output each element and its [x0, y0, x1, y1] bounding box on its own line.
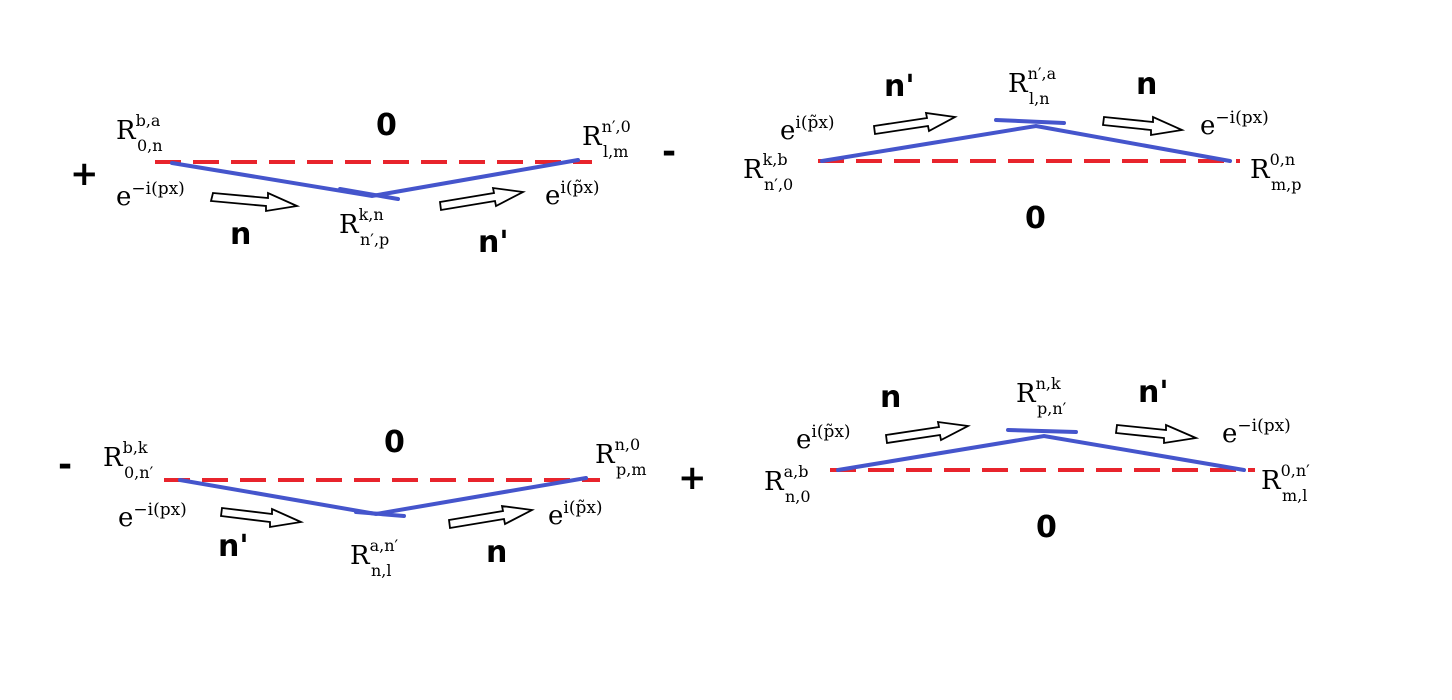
diagram-1-mid-label: 0 — [376, 108, 397, 143]
diagram-3-left-exponential: e−i(px) — [118, 500, 187, 533]
diagram-3-vertex-cross — [354, 510, 406, 518]
diagram-3-right-arrow-icon — [447, 504, 535, 530]
diagram-4-right-arrow-icon — [1114, 423, 1200, 445]
diagram-2-right-arrow-icon — [1101, 115, 1186, 137]
diagram-1-right-arrow-icon — [438, 186, 526, 212]
diagram-2-mid-label: 0 — [1025, 201, 1046, 236]
diagram-3-left-arrow-label: n' — [218, 529, 249, 564]
diagram-1-left-exponential: e−i(px) — [116, 179, 185, 212]
diagram-4-vertex-cross — [1006, 428, 1078, 434]
diagram-2-solid-line — [820, 123, 1232, 163]
diagram-3-vertex-R: Ra,n′n,l — [350, 536, 399, 580]
diagram-2-sign: - — [662, 132, 676, 172]
diagram-4-right-R: R0,n′m,l — [1261, 461, 1310, 505]
diagram-1-left-arrow-icon — [209, 191, 301, 213]
diagram-1-right-exponential: ei(p̃x) — [545, 178, 600, 211]
diagram-4-mid-label: 0 — [1036, 510, 1057, 545]
diagram-4-left-arrow-label: n — [880, 380, 901, 415]
diagram-3-sign: - — [58, 445, 72, 485]
diagram-1-vertex-cross — [338, 187, 400, 201]
diagram-2-vertex-cross — [994, 118, 1066, 125]
diagram-2-left-arrow-icon — [872, 111, 958, 136]
diagram-2-left-arrow-label: n' — [884, 69, 915, 104]
diagram-4-sign: + — [678, 458, 707, 498]
diagram-4-left-exponential: ei(p̃x) — [796, 422, 851, 455]
diagram-4-right-arrow-label: n' — [1138, 375, 1169, 410]
diagram-3-left-arrow-icon — [219, 506, 305, 529]
diagram-3-right-exponential: ei(p̃x) — [548, 498, 603, 531]
diagram-4-solid-line — [836, 433, 1246, 472]
diagram-4-left-arrow-icon — [884, 420, 971, 445]
diagram-3-right-arrow-label: n — [486, 535, 507, 570]
diagram-3-mid-label: 0 — [384, 425, 405, 460]
diagram-1-sign: + — [70, 154, 99, 194]
diagram-1-right-arrow-label: n' — [478, 225, 509, 260]
diagram-2-left-exponential: ei(p̃x) — [780, 113, 835, 146]
diagram-1-left-arrow-label: n — [230, 217, 251, 252]
diagram-4-right-exponential: e−i(px) — [1222, 416, 1291, 449]
diagram-2-right-arrow-label: n — [1136, 67, 1157, 102]
diagram-2-right-exponential: e−i(px) — [1200, 108, 1269, 141]
